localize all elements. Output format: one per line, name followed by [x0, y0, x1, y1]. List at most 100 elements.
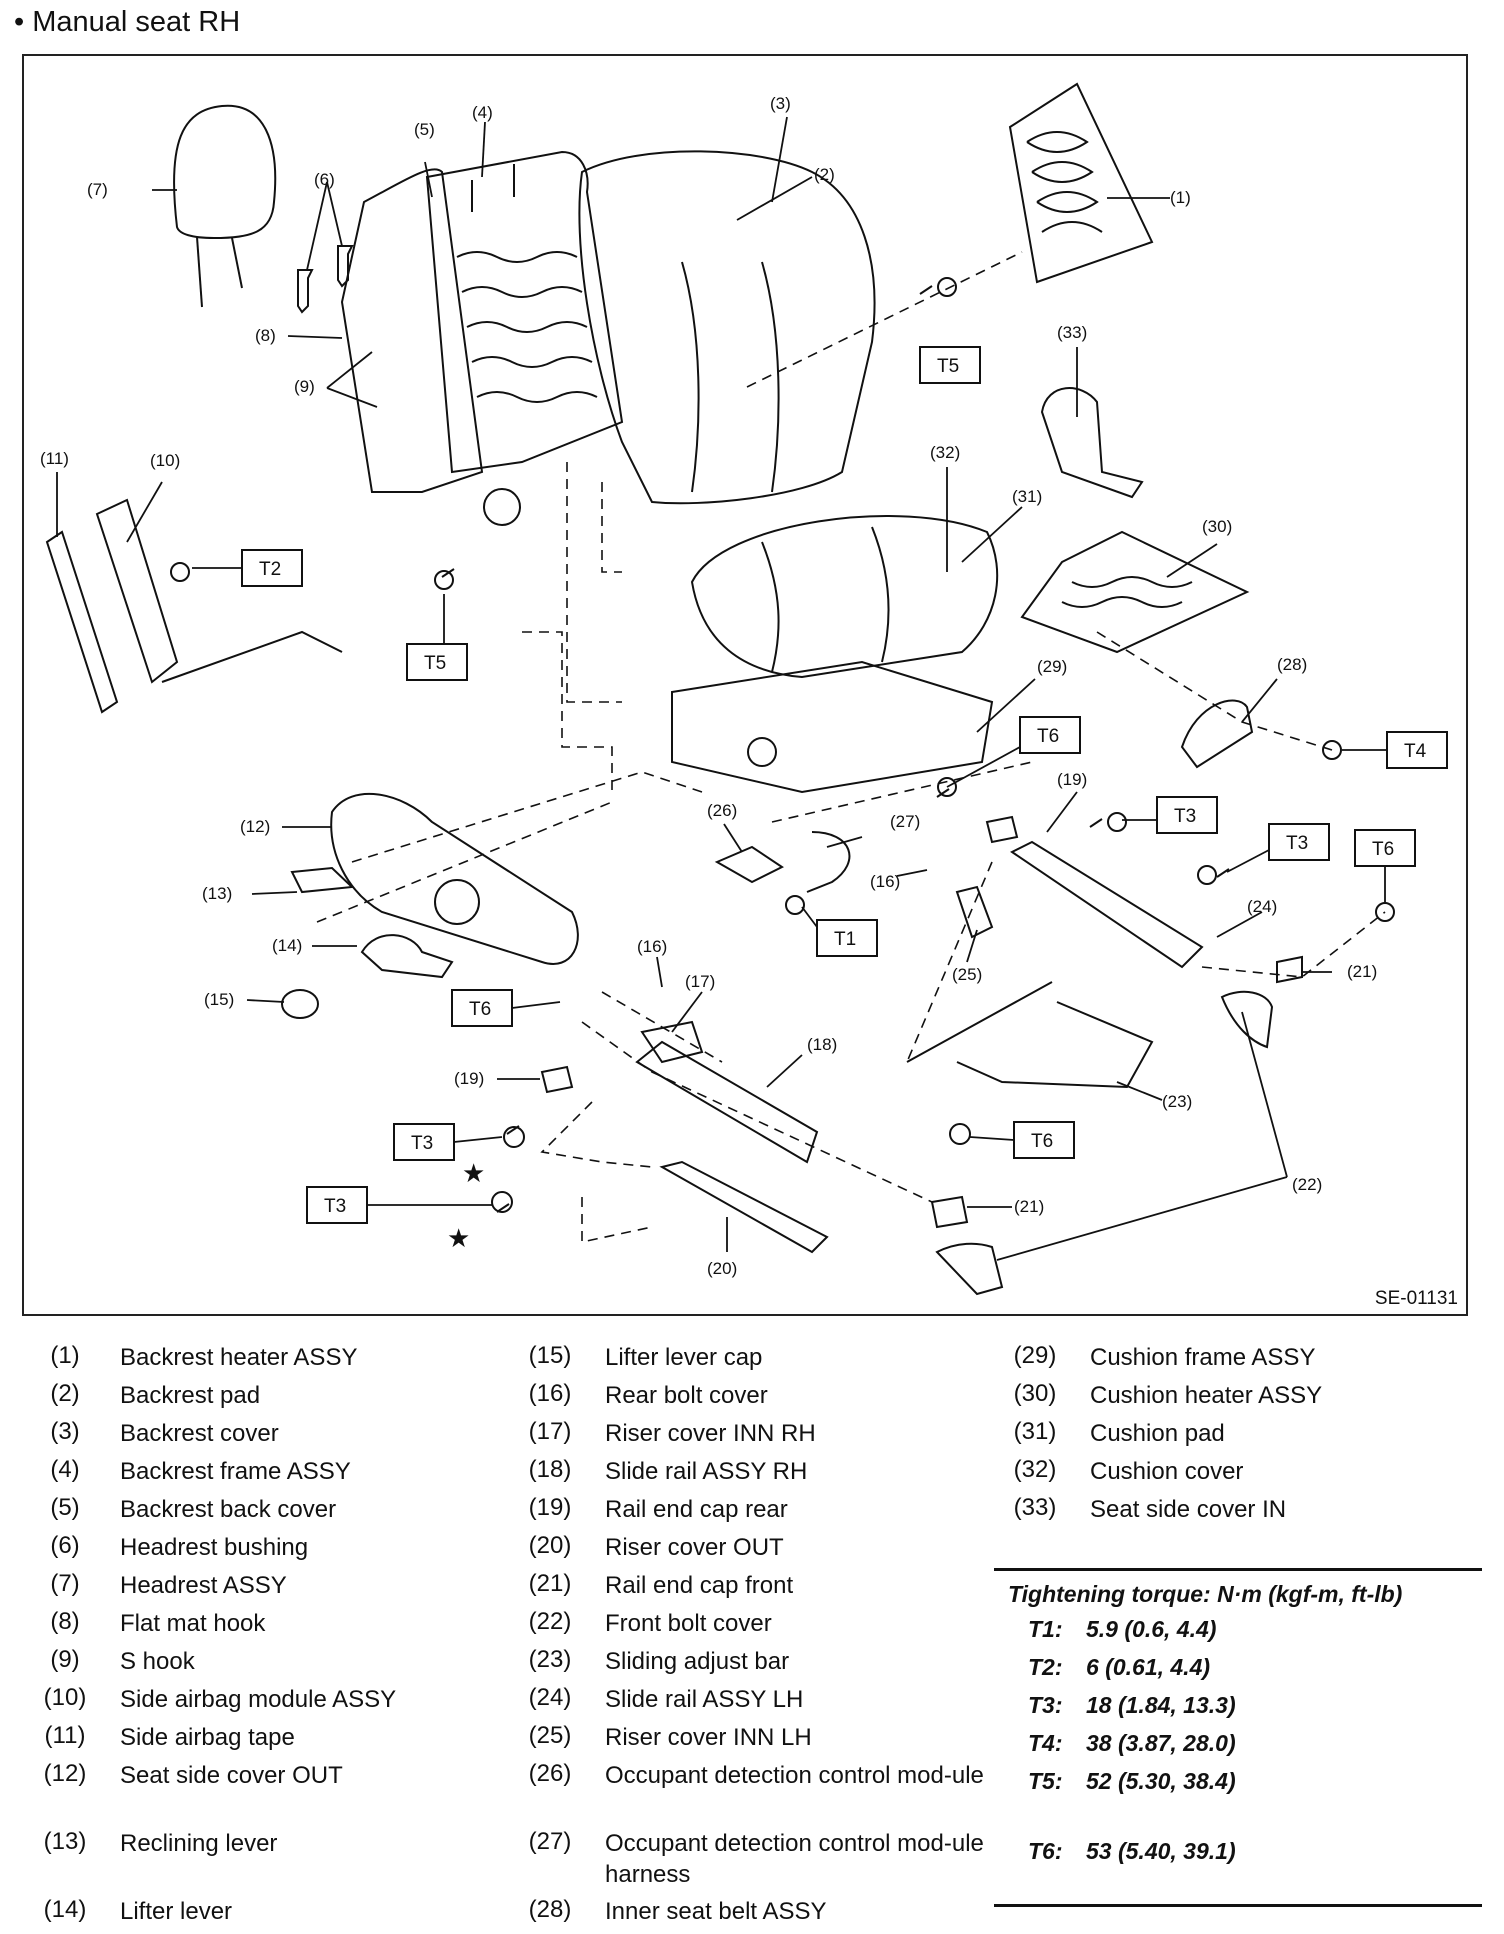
bolt [441, 285, 1230, 1213]
svg-text:T1: T1 [834, 929, 856, 950]
torque-box-t3-d: T3 [306, 1186, 368, 1224]
callout-9: (9) [294, 377, 315, 396]
side-cover-hole [434, 879, 480, 925]
callout-6: (6) [314, 170, 335, 189]
torque-heading: Tightening torque: N·m (kgf-m, ft-lb) [1008, 1581, 1403, 1607]
slide-rail-lh [1010, 840, 1204, 969]
callout-16-lower: (16) [637, 937, 667, 956]
callout-19-upper: (19) [1057, 770, 1087, 789]
callout-7: (7) [87, 180, 108, 199]
recliner-mechanism [483, 488, 521, 526]
star-mark: ★ [447, 1223, 470, 1253]
lifter-lever-cap [281, 989, 319, 1019]
backrest-back-cover [340, 168, 484, 493]
callout-29: (29) [1037, 657, 1067, 676]
svg-text:T3: T3 [411, 1133, 433, 1154]
svg-text:T3: T3 [1174, 806, 1196, 827]
page-title: • Manual seat RH [14, 6, 241, 38]
svg-text:T4: T4 [1404, 741, 1427, 762]
bolt-head [1375, 902, 1395, 922]
bolt-head [491, 1191, 513, 1213]
callout-25: (25) [952, 965, 982, 984]
callout-21-upper: (21) [1347, 962, 1377, 981]
diagram-drawing: ★ ★ [40, 82, 1448, 1296]
callout-15: (15) [204, 990, 234, 1009]
sliding-adjust-bar [906, 981, 1154, 1089]
callout-31: (31) [1012, 487, 1042, 506]
torque-box-t4: T4 [1386, 731, 1448, 769]
side-airbag-tape [45, 530, 119, 714]
cushion-heater [1020, 530, 1250, 654]
callout-21-lower: (21) [1014, 1197, 1044, 1216]
star-mark: ★ [462, 1158, 485, 1188]
bolt-head [503, 1126, 525, 1148]
cushion-seam [761, 526, 890, 673]
cushion-frame-lifter [747, 737, 777, 767]
callout-27: (27) [890, 812, 920, 831]
callout-32: (32) [930, 443, 960, 462]
backrest-frame [425, 150, 624, 474]
svg-text:T6: T6 [1372, 839, 1394, 860]
lifter-lever [360, 934, 454, 979]
seat-side-cover-in [1040, 387, 1144, 499]
callout-30: (30) [1202, 517, 1232, 536]
svg-text:T6: T6 [1037, 726, 1059, 747]
headrest-post-right [231, 237, 243, 289]
airbag-harness [161, 630, 343, 683]
nut [170, 562, 190, 582]
rail-end-cap-front-right [1276, 955, 1303, 984]
bushing-left [297, 269, 314, 314]
callout-18: (18) [807, 1035, 837, 1054]
backrest-cover [578, 150, 876, 505]
figure-id: SE-01131 [1374, 1288, 1458, 1309]
cushion-frame [671, 660, 994, 794]
torque-box-t3-a: T3 [1156, 796, 1218, 834]
svg-text:T3: T3 [324, 1196, 346, 1217]
torque-box-t2: T2 [241, 549, 303, 587]
callout-14: (14) [272, 936, 302, 955]
callout-1: (1) [1170, 188, 1191, 207]
riser-cover-inn-rh [640, 1020, 704, 1064]
bushing-right [337, 245, 354, 288]
seat-side-cover-out [330, 792, 579, 965]
riser-cover-inn-lh [955, 885, 994, 939]
headrest [173, 104, 277, 240]
rail-end-cap-rear-right [985, 815, 1019, 844]
torque-box-t6-b: T6 [1354, 829, 1416, 867]
occupant-harness [806, 831, 851, 893]
torque-row: T2:6 (0.61, 4.4) [1028, 1654, 1211, 1680]
backrest-heater [1008, 82, 1154, 284]
torque-box-t3-b: T3 [1268, 823, 1330, 861]
torque-box-t3-c: T3 [393, 1123, 455, 1161]
callout-28: (28) [1277, 655, 1307, 674]
inner-seat-belt [1180, 699, 1254, 769]
bolt-head [1107, 812, 1127, 832]
torque-box-t6-a: T6 [1019, 716, 1081, 754]
torque-row: T3:18 (1.84, 13.3) [1028, 1692, 1236, 1718]
callout-13: (13) [202, 884, 232, 903]
torque-box-t5-lower: T5 [406, 643, 468, 681]
torque-row: T4:38 (3.87, 28.0) [1028, 1730, 1236, 1756]
rail-end-cap-rear-left [540, 1065, 574, 1094]
torque-box-t1: T1 [816, 919, 878, 957]
torque-box-t6-c: T6 [451, 989, 513, 1027]
svg-text:T6: T6 [1031, 1131, 1053, 1152]
occupant-detection-module [714, 845, 784, 884]
callout-17: (17) [685, 972, 715, 991]
frame-wire [456, 251, 598, 403]
nut [1322, 740, 1342, 760]
cushion-cover [690, 515, 999, 679]
svg-text:T5: T5 [424, 653, 446, 674]
svg-text:T5: T5 [937, 356, 959, 377]
torque-box-t5-upper: T5 [919, 346, 981, 384]
callout-33: (33) [1057, 323, 1087, 342]
torque-row: T5:52 (5.30, 38.4) [1028, 1768, 1236, 1794]
side-airbag-module [95, 498, 179, 684]
front-bolt-cover-upper [1220, 990, 1274, 1049]
callout-23: (23) [1162, 1092, 1192, 1111]
heater-wire [1026, 131, 1103, 233]
occupant-nut [785, 895, 805, 915]
front-bolt-cover-lower [935, 1242, 1004, 1296]
callout-16-upper: (16) [870, 872, 900, 891]
bolt-head [937, 777, 957, 797]
